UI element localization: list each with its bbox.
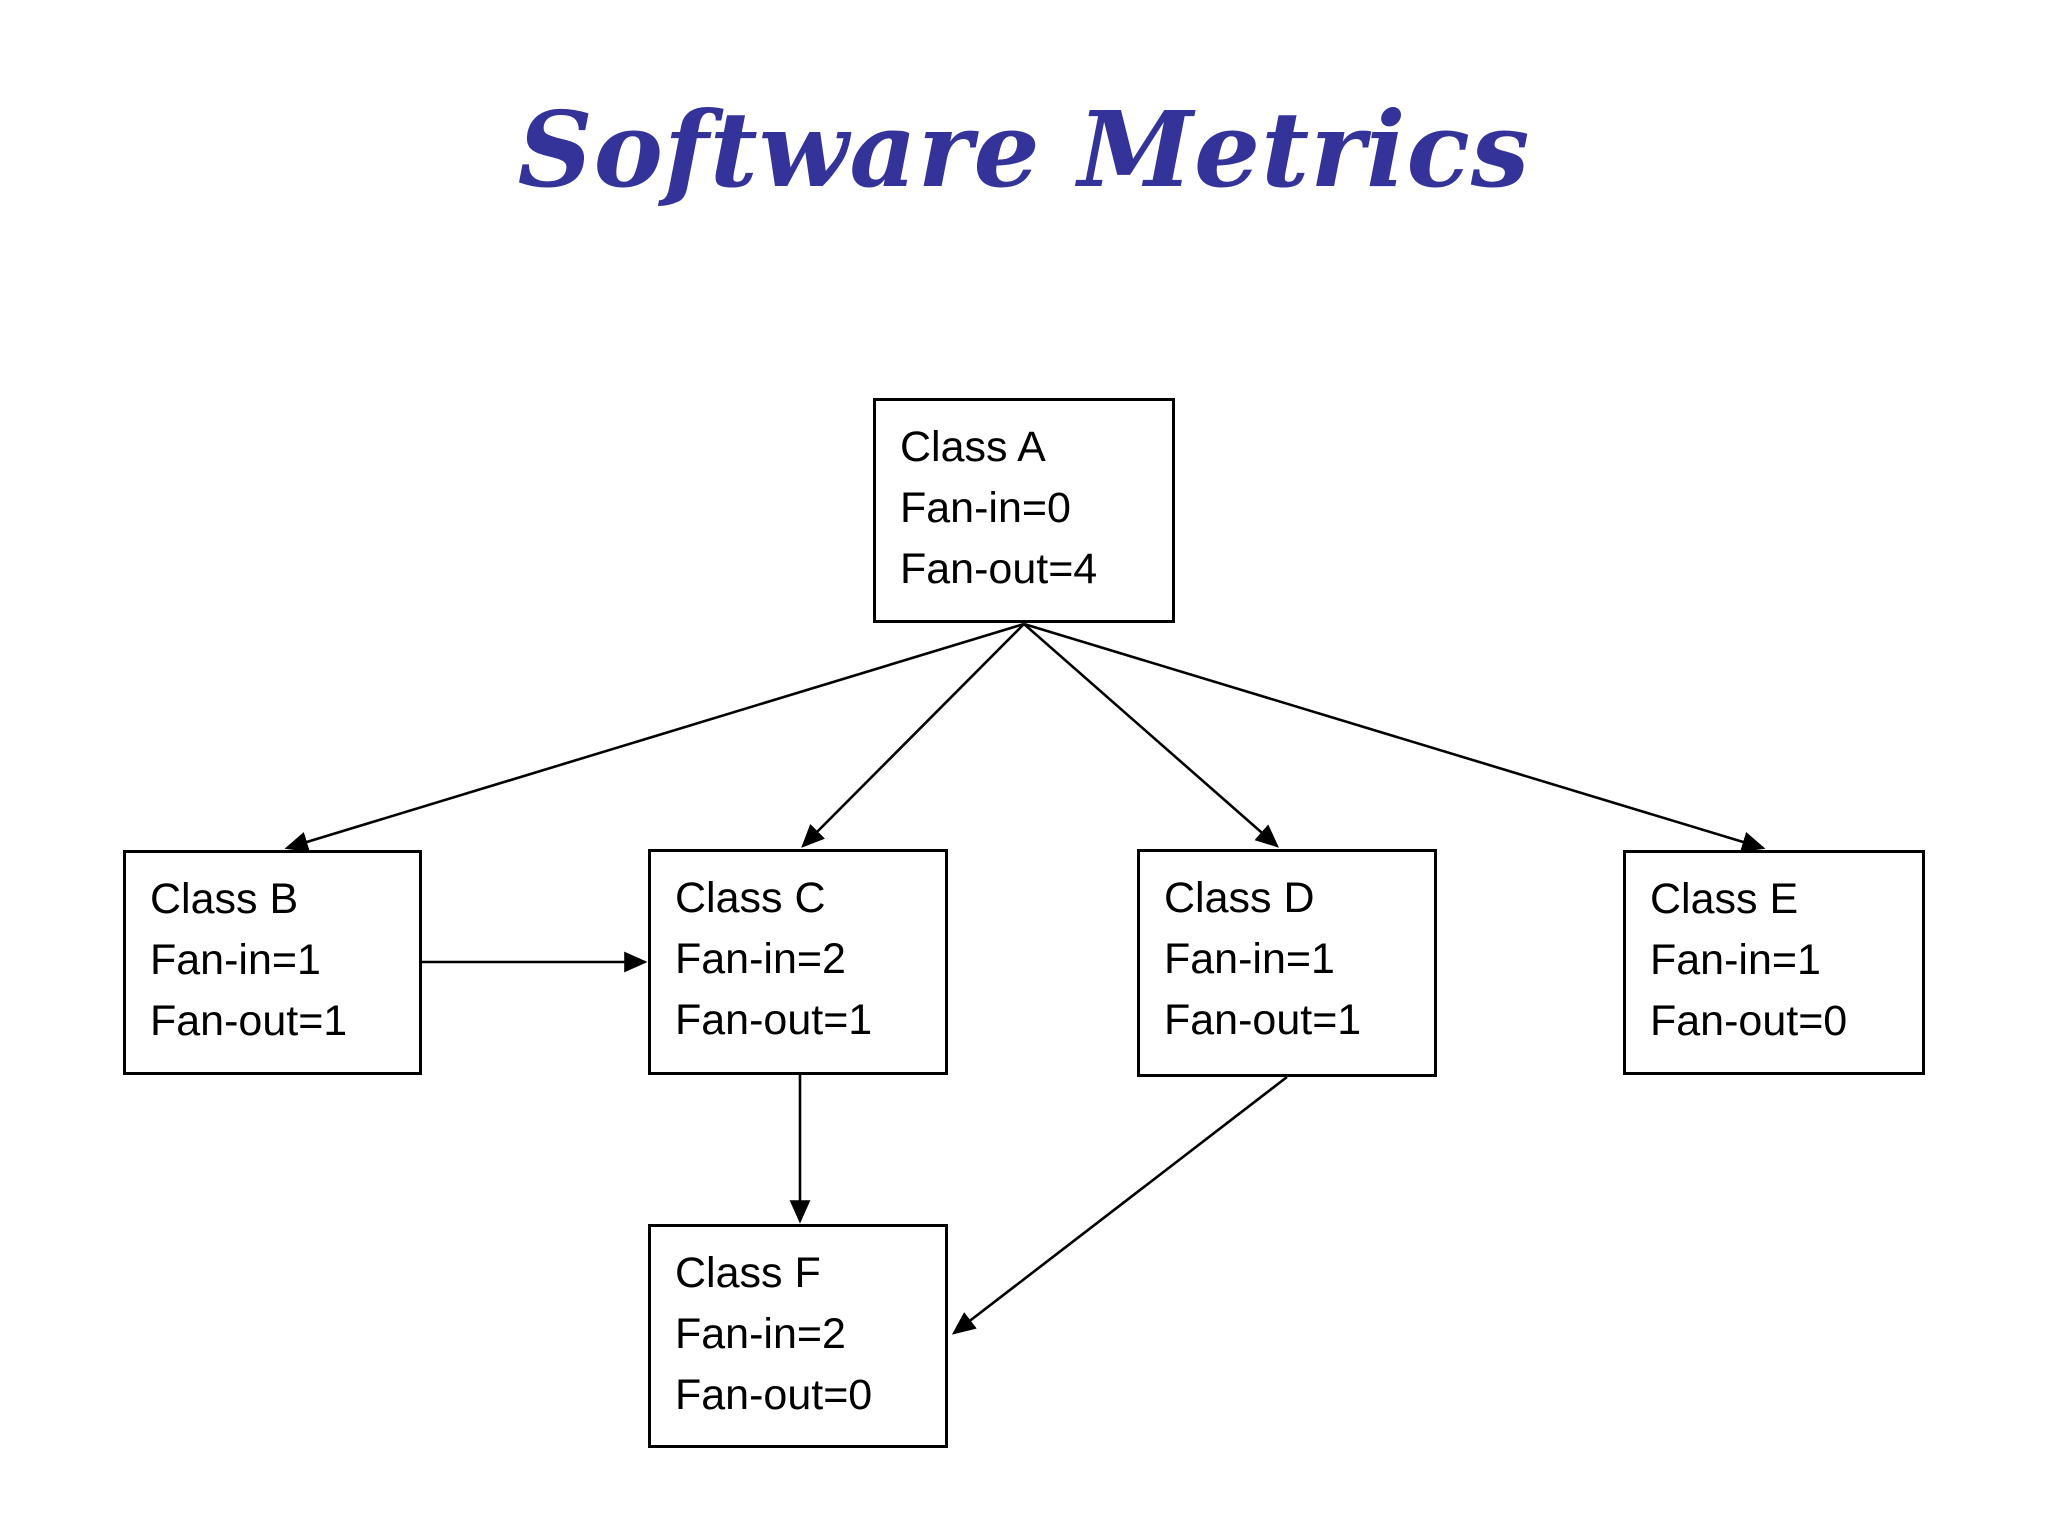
node-e-line: Class E	[1650, 875, 1799, 923]
edge-a-to-c	[801, 623, 1025, 848]
node-d-line: Fan-out=1	[1164, 996, 1362, 1044]
node-f-line: Class F	[675, 1249, 821, 1297]
node-b-line: Fan-out=1	[150, 997, 348, 1045]
node-f-line: Fan-out=0	[675, 1371, 873, 1419]
slide-title: Software Metrics	[517, 88, 1531, 211]
node-f-line: Fan-in=2	[675, 1310, 846, 1358]
node-c-line: Fan-in=2	[675, 935, 846, 983]
node-a-line: Fan-out=4	[900, 545, 1098, 593]
node-d-line: Class D	[1164, 874, 1315, 922]
node-d-line: Fan-in=1	[1164, 935, 1335, 983]
node-c-line: Class C	[675, 874, 826, 922]
edge-a-to-b	[284, 622, 1025, 852]
edge-a-to-d	[1023, 623, 1279, 848]
edge-a-to-e	[1023, 622, 1766, 852]
node-c-line: Fan-out=1	[675, 996, 873, 1044]
node-b-line: Class B	[150, 875, 299, 923]
edge-d-to-f	[951, 1075, 1288, 1335]
node-e-line: Fan-out=0	[1650, 997, 1848, 1045]
node-b-line: Fan-in=1	[150, 936, 321, 984]
node-a-line: Class A	[900, 423, 1046, 471]
node-e-line: Fan-in=1	[1650, 936, 1821, 984]
node-a-line: Fan-in=0	[900, 484, 1071, 532]
